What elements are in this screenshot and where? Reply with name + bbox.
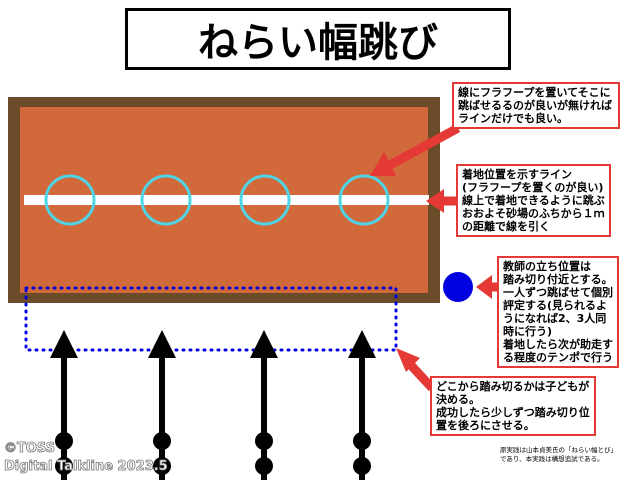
- arrow-teacher: [476, 275, 497, 299]
- arrow-line: [426, 189, 456, 213]
- takeoff-zone: [24, 286, 398, 352]
- page-title: ねらい幅跳び: [125, 8, 511, 70]
- hoop-4: [338, 174, 390, 226]
- landing-line: [24, 195, 429, 205]
- copyright-credit: ©TOSS Digital Talkline 2023.5: [4, 441, 169, 475]
- callout-landing-line: 着地位置を示すライン (フラフープを置くのが良い) 線上で着地できるように跳ぶ …: [456, 164, 611, 237]
- callout-teacher: 教師の立ち位置は 踏み切り付近とする。 一人ずつ跳ばせて個別 評定する(見られる…: [497, 256, 619, 368]
- lane-1: [50, 330, 78, 480]
- arrow-hoop: [370, 124, 461, 176]
- arrow-takeoff: [396, 348, 436, 392]
- lane-2: [148, 330, 176, 480]
- hoop-2: [140, 174, 192, 226]
- lane-4: [348, 330, 376, 480]
- runner-lanes: [50, 330, 376, 480]
- callout-takeoff: どこから踏み切るかは子どもが 決める。 成功したら少しずつ踏み切り位 置を後ろに…: [430, 376, 596, 436]
- hoop-3: [239, 174, 291, 226]
- hoop-1: [44, 174, 96, 226]
- source-note: 原実践は山本貞美氏の「ねらい幅とび」 であり、本実践は構想追試である。: [500, 446, 617, 463]
- lane-3: [250, 330, 278, 480]
- callout-hoop: 線にフラフープを置いてそこに跳ばせるるのが良いが無ければラインだけでも良い。: [452, 82, 621, 129]
- teacher-position: [443, 272, 473, 302]
